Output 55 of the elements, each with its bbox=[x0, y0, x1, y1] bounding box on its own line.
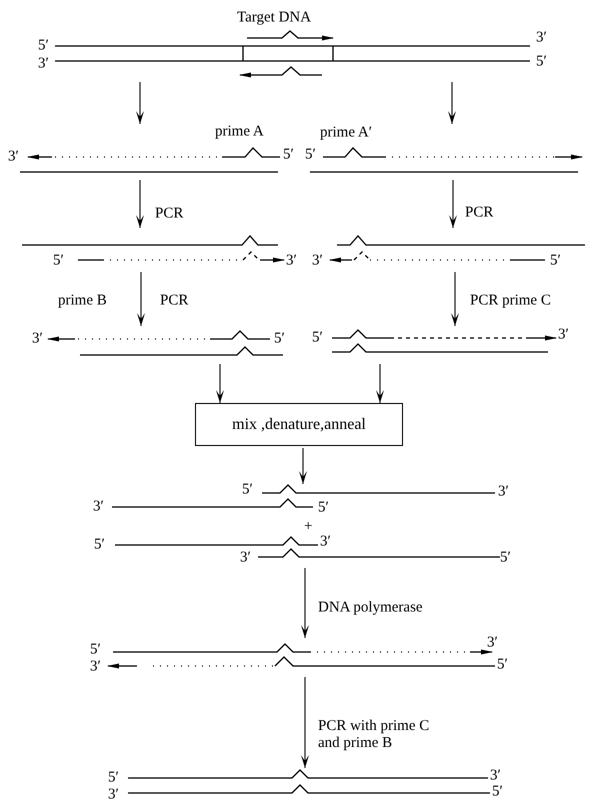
strand-label: 3′ bbox=[286, 252, 297, 270]
arrow bbox=[137, 272, 145, 326]
strand-label: 5′ bbox=[108, 770, 119, 786]
arrow bbox=[301, 676, 309, 768]
arrow bbox=[299, 448, 307, 484]
strand-label: 5′ bbox=[550, 252, 561, 270]
arrow bbox=[449, 180, 457, 228]
strand-label: 5′ bbox=[536, 54, 547, 70]
strand-label: 5′ bbox=[283, 146, 294, 164]
arrow bbox=[301, 568, 309, 638]
strand-label: 3′ bbox=[32, 330, 43, 348]
strand-label: 3′ bbox=[320, 534, 331, 550]
strand-label: 3′ bbox=[240, 550, 251, 566]
arrow bbox=[448, 82, 456, 124]
strand-label: 3′ bbox=[498, 484, 509, 500]
strand-label: 3′ bbox=[108, 786, 119, 804]
strand-label: 5′ bbox=[242, 482, 253, 498]
strand-label: 5′ bbox=[38, 38, 49, 54]
strand-label: 3′ bbox=[8, 148, 19, 166]
edge-label: PCR bbox=[160, 292, 188, 310]
edge-label: PCR bbox=[465, 204, 494, 222]
strand-label: prime A′ bbox=[320, 124, 372, 142]
strand-label: 3′ bbox=[93, 498, 104, 516]
edge-label: PCR prime C bbox=[470, 292, 551, 310]
strand-label: 3′ bbox=[90, 658, 101, 676]
strand-label: 5′ bbox=[274, 330, 285, 348]
strand-label: 3′ bbox=[38, 56, 49, 72]
strand-label: 3′ bbox=[558, 326, 569, 344]
strand-label: 3′ bbox=[312, 252, 323, 270]
strand-label: 5′ bbox=[500, 550, 511, 566]
arrow bbox=[136, 82, 144, 124]
strand-label: 3′ bbox=[490, 768, 501, 784]
strand-label: 5′ bbox=[492, 784, 503, 800]
edge-label: DNA polymerase bbox=[318, 600, 423, 616]
strand-label: 5′ bbox=[497, 656, 508, 674]
arrow bbox=[216, 364, 224, 404]
strand-label: 5′ bbox=[94, 536, 105, 554]
arrow bbox=[376, 364, 384, 404]
strand-label: 5′ bbox=[53, 252, 64, 270]
strand-label: 5′ bbox=[312, 330, 323, 346]
arrow bbox=[451, 272, 459, 326]
step-label: prime B bbox=[58, 292, 107, 310]
strand-label: 3′ bbox=[536, 30, 547, 46]
strand-label: 3′ bbox=[487, 634, 498, 652]
arrow bbox=[136, 180, 144, 228]
strand-label: + bbox=[304, 518, 312, 536]
strand-label: 5′ bbox=[90, 642, 101, 658]
strand-label: prime A bbox=[215, 124, 264, 140]
edge-label: PCR with prime C and prime B bbox=[318, 718, 430, 752]
strand-label: Target DNA bbox=[237, 10, 312, 26]
step-text: mix ,denature,anneal bbox=[232, 414, 366, 434]
process-box bbox=[195, 403, 403, 446]
edge-label: PCR bbox=[155, 206, 184, 222]
strand-label: 5′ bbox=[318, 500, 329, 516]
strand-label: 5′ bbox=[305, 146, 316, 164]
